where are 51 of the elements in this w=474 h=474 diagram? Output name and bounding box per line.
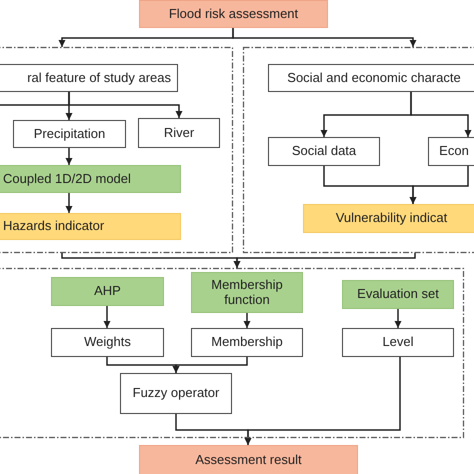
box-label: Precipitation	[32, 126, 106, 142]
box-label: Hazards indicator	[2, 219, 104, 234]
box-label: Weights	[83, 335, 132, 350]
process-box	[0, 64, 178, 92]
connector-line	[0, 92, 70, 106]
box-label: Fuzzy operator	[132, 386, 220, 401]
arrow	[66, 148, 72, 165]
process-box	[138, 118, 220, 148]
process-box	[428, 137, 474, 166]
box-label: Vulnerability indicat	[334, 211, 448, 226]
box-label: Assessment result	[194, 452, 303, 468]
method-box	[342, 280, 454, 309]
process-box	[120, 373, 232, 414]
method-box	[191, 272, 303, 313]
box-label: Social and economic characte	[286, 70, 462, 86]
process-box	[268, 137, 380, 166]
dashed-group-frame	[243, 47, 474, 253]
process-box	[13, 120, 126, 148]
box-label: River	[162, 126, 196, 140]
box-label: Social data	[290, 144, 358, 159]
box-label: ral feature of study areas	[27, 70, 172, 86]
arrow	[244, 357, 401, 445]
box-label: Coupled 1D/2D model	[2, 172, 131, 186]
box-label: Econ	[438, 144, 470, 159]
indicator-box	[0, 213, 181, 240]
process-box	[342, 328, 454, 357]
result-box	[139, 445, 358, 474]
indicator-box	[303, 204, 474, 233]
arrow	[66, 193, 72, 213]
box-label: Level	[381, 335, 415, 350]
arrow	[394, 309, 402, 328]
arrow	[244, 313, 250, 328]
arrow	[232, 28, 416, 47]
box-label: Flood risk assessment	[168, 6, 300, 22]
arrow	[172, 357, 248, 373]
box-label: AHP	[93, 284, 122, 299]
method-box	[51, 277, 164, 306]
arrow	[104, 306, 110, 328]
dashed-group-frame	[0, 268, 464, 438]
box-label: Membership function	[210, 278, 284, 308]
result-box	[139, 0, 328, 28]
box-label: Evaluation set	[356, 287, 440, 302]
arrow	[410, 166, 469, 204]
arrow	[234, 253, 416, 268]
dashed-group-frame	[0, 47, 233, 253]
process-box	[191, 328, 303, 357]
box-label: Membership	[210, 335, 284, 350]
arrow	[410, 92, 472, 137]
method-box	[0, 165, 181, 193]
process-box	[268, 64, 474, 92]
process-box	[51, 328, 164, 357]
